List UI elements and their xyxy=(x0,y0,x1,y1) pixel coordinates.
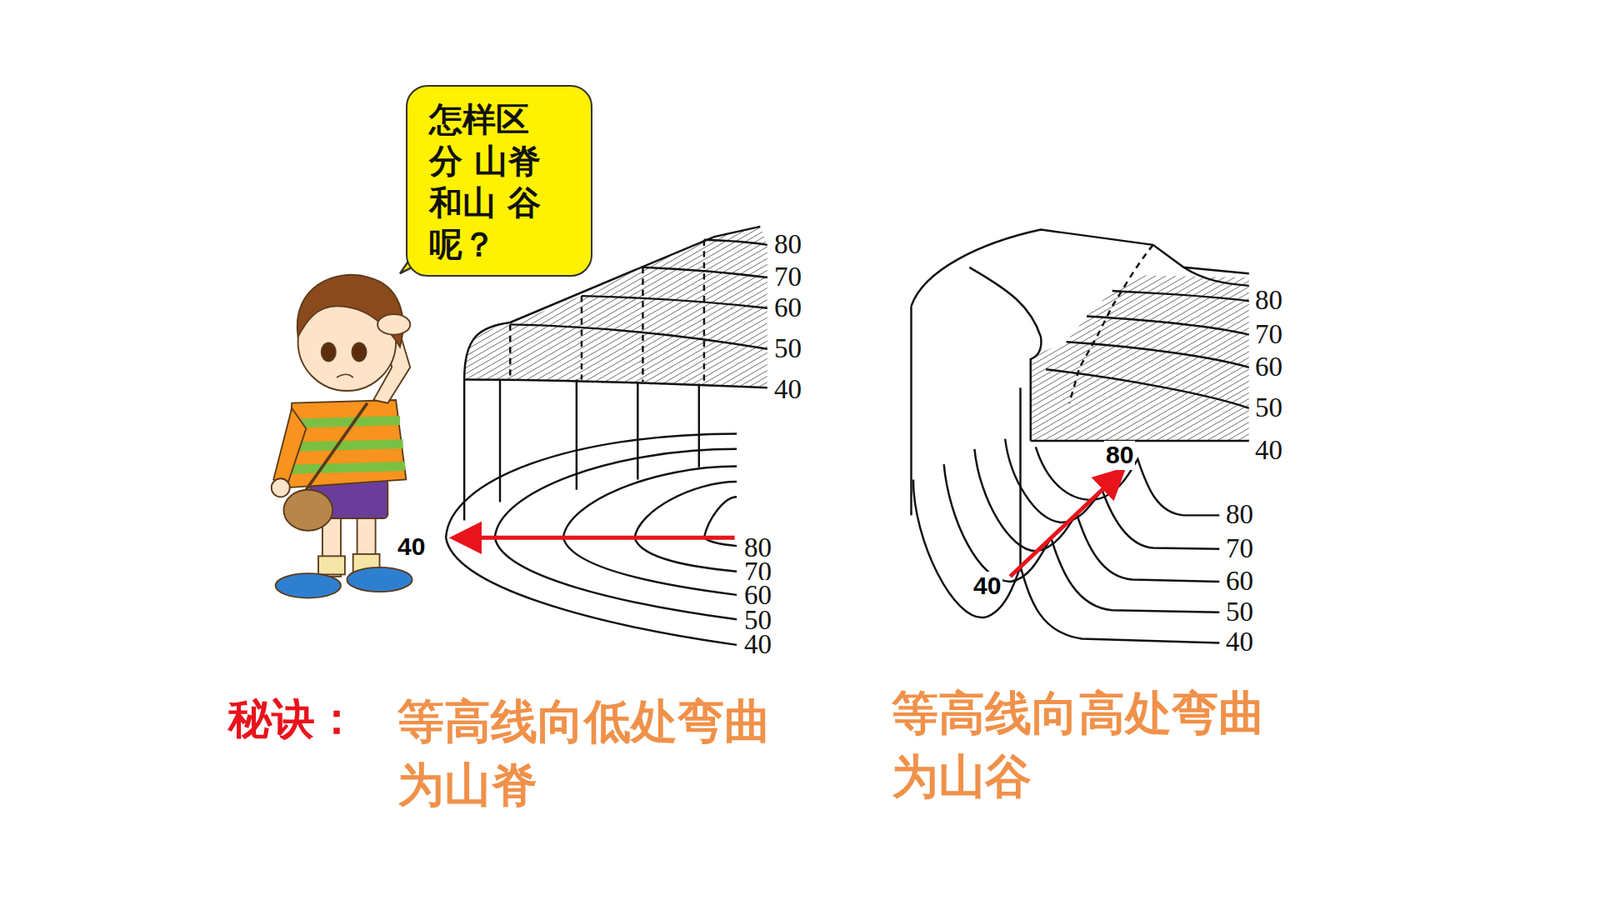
contour-value: 50 xyxy=(1224,596,1255,629)
rule-text: 等高线向高处弯曲 为山谷 xyxy=(890,681,1294,808)
boy-figure xyxy=(271,275,413,599)
contour-value: 80 xyxy=(1253,285,1285,317)
contour-value: 50 xyxy=(772,333,804,365)
contour-value: 60 xyxy=(1224,565,1255,598)
contour-value: 40 xyxy=(1224,626,1255,659)
contour-value: 70 xyxy=(772,261,804,294)
valley-contours xyxy=(913,439,1220,644)
contour-value: 70 xyxy=(1224,533,1255,565)
red-arrow xyxy=(457,535,735,540)
ridge-contours xyxy=(445,433,737,645)
speech-bubble: 怎样区 分 山脊 和山 谷呢？ xyxy=(405,85,593,277)
contour-value: 80 xyxy=(1224,499,1255,531)
contour-value: 40 xyxy=(772,374,804,406)
bubble-text: 怎样区 分 山脊 和山 谷呢？ xyxy=(429,98,573,265)
contour-value: 60 xyxy=(772,292,804,325)
contour-value: 60 xyxy=(1253,351,1285,384)
elevation-mark: 80 xyxy=(1104,440,1135,470)
contour-value: 40 xyxy=(742,629,774,661)
elevation-mark: 40 xyxy=(395,532,427,562)
rule-text: 等高线向低处弯曲 为山脊 xyxy=(395,690,800,816)
valley-block xyxy=(910,230,1249,572)
contour-value: 50 xyxy=(1253,392,1285,425)
contour-value: 40 xyxy=(1253,435,1285,467)
contour-value: 70 xyxy=(1253,319,1285,351)
red-arrow xyxy=(1010,472,1120,577)
elevation-mark: 40 xyxy=(971,571,1003,601)
contour-value: 80 xyxy=(772,229,804,261)
tip-heading: 秘诀： xyxy=(226,694,360,745)
